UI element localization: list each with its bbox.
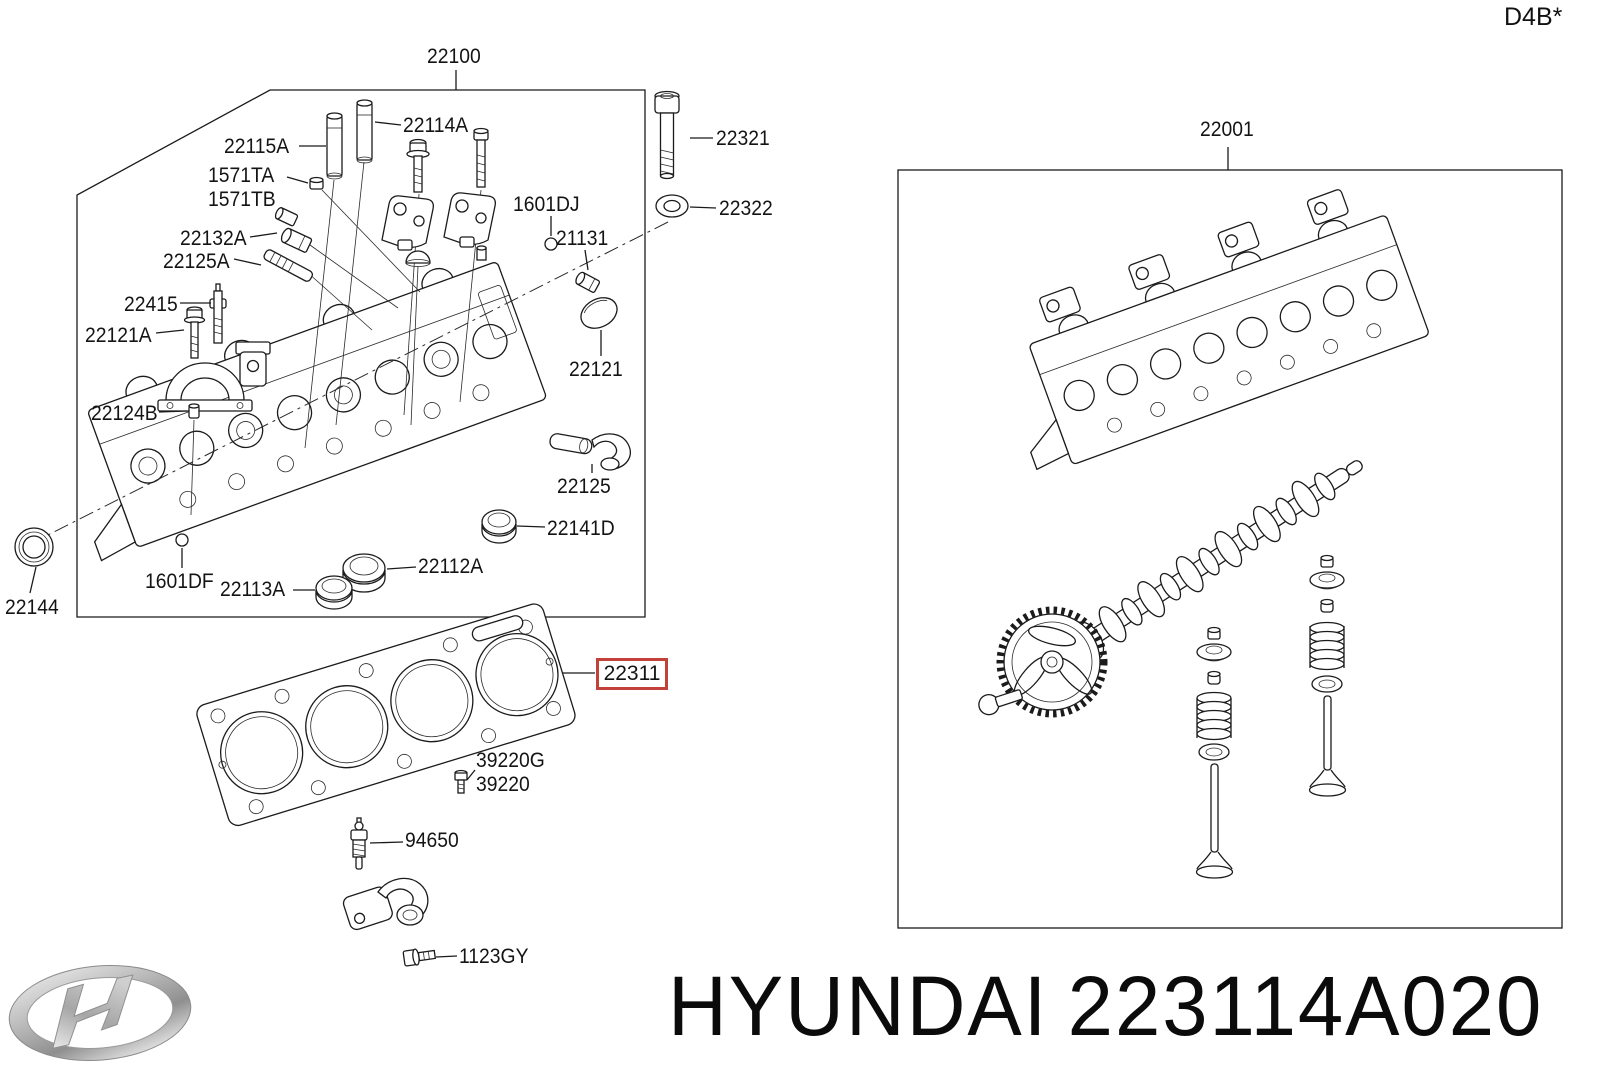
- ball-1601DJ: [544, 237, 558, 251]
- part-label-22415: 22415: [124, 293, 178, 316]
- part-label-22115A: 22115A: [224, 135, 290, 158]
- water-outlet-fitting: [342, 877, 429, 931]
- part-label-22311: 22311: [603, 662, 661, 685]
- part-label-39220G: 39220G: [476, 749, 545, 772]
- part-label-22321: 22321: [716, 127, 770, 150]
- cup-plug-22121: [580, 297, 618, 329]
- rocker-bolt: [406, 138, 430, 193]
- part-number: 223114A020: [1067, 959, 1544, 1053]
- part-label-22121A: 22121A: [85, 324, 152, 347]
- plug-21131: [575, 271, 601, 293]
- part-label-1123GY: 1123GY: [459, 945, 529, 968]
- part-label-22125A: 22125A: [163, 250, 230, 273]
- part-label-1601DF: 1601DF: [145, 570, 214, 593]
- valve-guide-22115A: [326, 112, 343, 180]
- rocker-bracket: [443, 192, 496, 248]
- part-label-1571TA: 1571TA: [208, 164, 275, 187]
- bolt-1123GY: [402, 948, 437, 967]
- oil-seal-22144: [14, 527, 54, 567]
- right-assembly-box: [897, 169, 1563, 929]
- leader-lines: [155, 121, 717, 591]
- valve-assembly-drawing: [1308, 554, 1347, 797]
- bolt-22121A: [183, 306, 206, 359]
- valve-nut-1571: [309, 176, 324, 190]
- part-label-21131: 21131: [556, 227, 609, 250]
- seat-ring-22113A: [315, 575, 353, 610]
- cam-gear-drawing: [978, 606, 1108, 718]
- glow-plug-cap: [274, 207, 299, 227]
- pellet-22124B: [188, 403, 200, 419]
- assembly-label-22100: 22100: [427, 45, 481, 68]
- valve-guide-22114A: [356, 99, 373, 164]
- head-bolt-22321: [654, 90, 680, 180]
- left-assembly-box: [76, 89, 646, 618]
- brand-name: HYUNDAI: [668, 959, 1049, 1053]
- rocker-stud: [473, 127, 489, 188]
- valve-cap: [405, 250, 431, 264]
- highlighted-part-box: 22311: [596, 658, 668, 690]
- seat-ring-22141D: [481, 509, 517, 544]
- head-gasket-drawing: [196, 603, 576, 827]
- stud-22415: [209, 283, 227, 344]
- washer-22322: [655, 194, 689, 218]
- valve-assembly-drawing: [1195, 626, 1234, 879]
- bearing-cap: [157, 341, 271, 412]
- part-label-22132A: 22132A: [180, 227, 247, 250]
- stud-22125A: [263, 249, 314, 282]
- part-label-22125: 22125: [557, 475, 611, 498]
- variant-code: D4B*: [1504, 3, 1563, 31]
- rocker-bracket: [381, 195, 434, 251]
- part-label-39220: 39220: [476, 773, 530, 796]
- assembly-label-22001: 22001: [1200, 118, 1254, 141]
- part-label-94650: 94650: [405, 829, 459, 852]
- part-label-22322: 22322: [719, 197, 773, 220]
- part-label-22112A: 22112A: [418, 555, 484, 578]
- cylinder-head-left-drawing: [41, 161, 669, 562]
- part-label-22114A: 22114A: [403, 114, 469, 137]
- plug-22132A: [280, 227, 313, 253]
- hyundai-logo: [8, 965, 192, 1061]
- cylinder-head-right-drawing: [1029, 189, 1429, 471]
- part-label-1601DJ: 1601DJ: [513, 193, 580, 216]
- bolt-39220: [454, 769, 468, 794]
- ball-1601DF: [175, 533, 189, 547]
- elbow-pipe-22125: [549, 433, 631, 471]
- part-label-22124B: 22124B: [91, 402, 158, 425]
- part-label-22121: 22121: [569, 358, 623, 381]
- part-label-22113A: 22113A: [220, 578, 286, 601]
- part-label-1571TB: 1571TB: [208, 188, 276, 211]
- glow-plug-94650: [350, 817, 368, 870]
- part-label-22141D: 22141D: [547, 517, 615, 540]
- part-label-22144: 22144: [5, 596, 59, 619]
